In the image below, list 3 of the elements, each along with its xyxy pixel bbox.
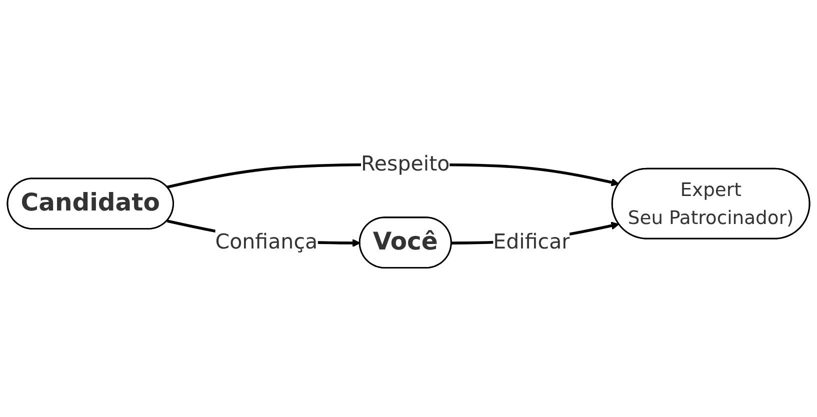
edge-label: Confiança [215,230,318,254]
edge-label: Edificar [493,230,570,254]
edge-label: Respeito [361,152,450,176]
